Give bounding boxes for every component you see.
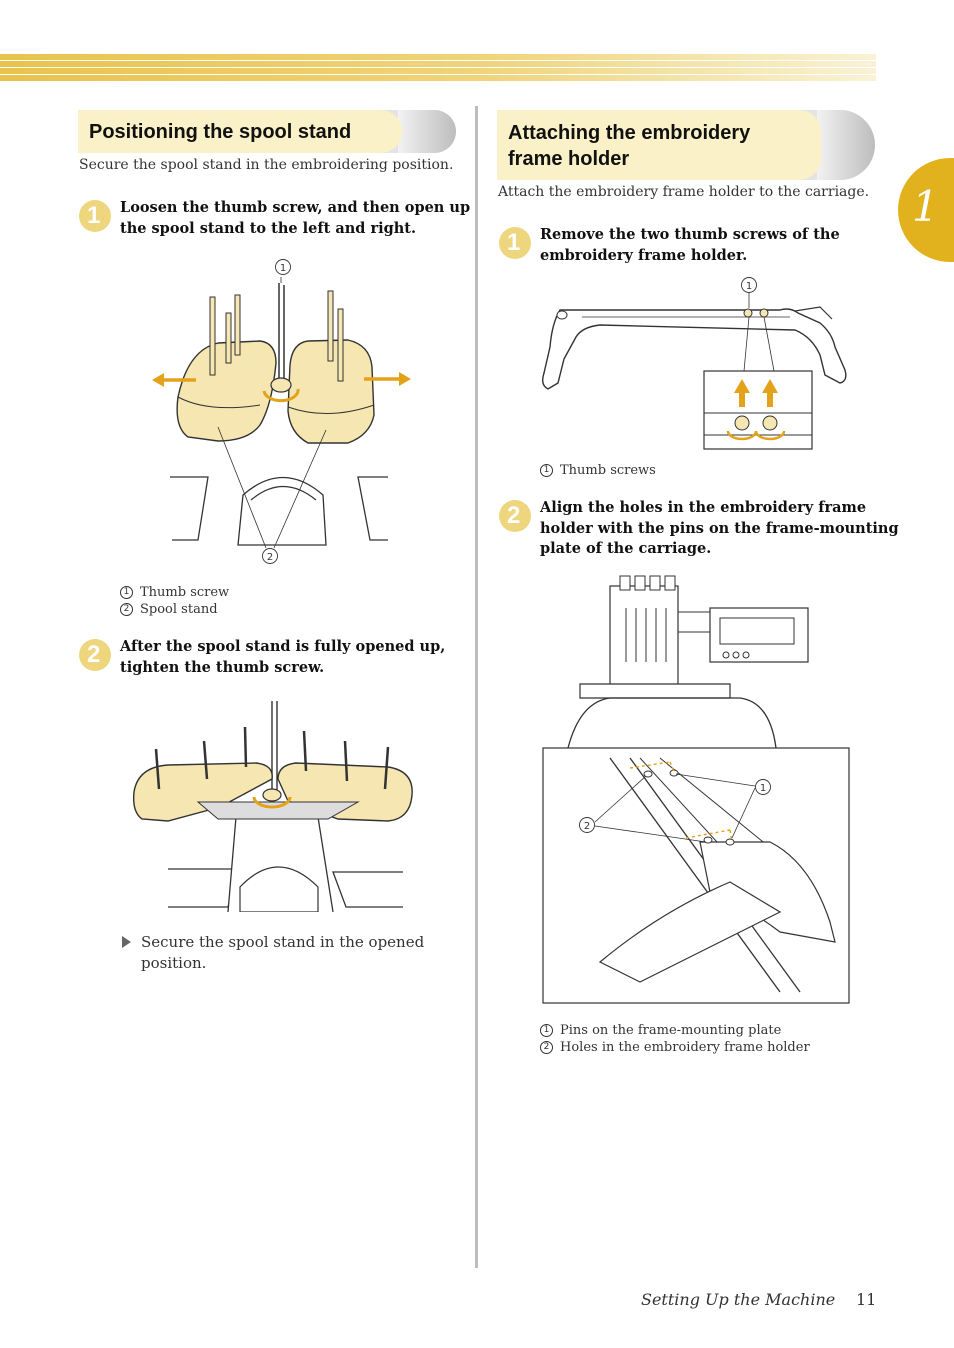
callout-thumb-screw: 1: [280, 263, 286, 274]
column-divider: [475, 106, 478, 1268]
callout-holes: 2: [584, 821, 590, 832]
callout-spool-stand: 2: [267, 552, 273, 563]
spool-stand-opened-illustration: [132, 701, 413, 912]
section-title: Positioning the spool stand: [89, 121, 352, 143]
header-band: [0, 54, 876, 82]
frame-holder-illustration: 1: [541, 277, 847, 450]
step-badge-1: 1: [499, 227, 531, 259]
step-1-instruction: Loosen the thumb screw, and then open up…: [120, 199, 471, 237]
callout-thumb-screws: 1: [746, 281, 752, 292]
step-badge-2: 2: [499, 500, 531, 532]
chapter-tab[interactable]: 1: [898, 158, 954, 262]
carriage-mounting-illustration: 1 2: [542, 575, 850, 1004]
step-1-instruction: Remove the two thumb screws of the embro…: [540, 226, 840, 264]
section-intro: Attach the embroidery frame holder to th…: [498, 184, 870, 200]
footer-chapter-title: Setting Up the Machine: [641, 1290, 836, 1309]
step-badge-2: 2: [79, 639, 111, 671]
section-title: Attaching the embroidery frame holder: [508, 122, 751, 170]
chapter-number: 1: [912, 182, 939, 231]
result-arrow-icon: [122, 936, 131, 948]
section-heading-spool-stand: Positioning the spool stand: [78, 110, 458, 153]
result-note: Secure the spool stand in the opened pos…: [122, 932, 424, 974]
callout-pins: 1: [760, 783, 766, 794]
section-heading-frame-holder: Attaching the embroidery frame holder: [497, 110, 877, 180]
step-2-instruction: After the spool stand is fully opened up…: [120, 638, 446, 676]
step-2-instruction: Align the holes in the embroidery frame …: [540, 499, 899, 557]
section-intro: Secure the spool stand in the embroideri…: [79, 157, 454, 173]
spool-stand-open-illustration: 1 2: [152, 259, 411, 564]
step-badge-1: 1: [79, 200, 111, 232]
page-number: 11: [856, 1290, 877, 1309]
